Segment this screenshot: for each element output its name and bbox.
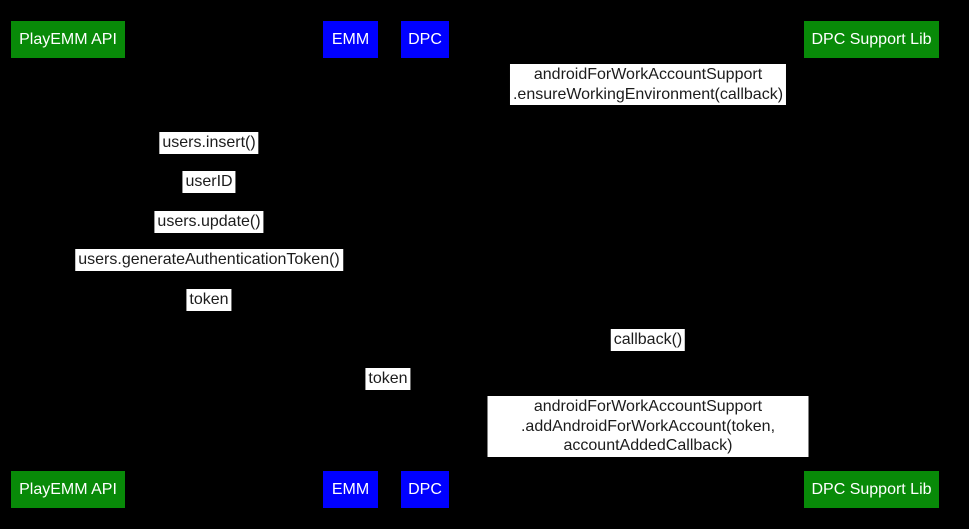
message-label-ensure-working-environment: androidForWorkAccountSupport .ensureWork… [509,64,787,105]
actor-emm-top: EMM [323,21,378,58]
lifeline-dpc-support-lib [871,58,872,471]
actor-dpc-support-lib-top: DPC Support Lib [804,21,939,58]
message-label-users-insert: users.insert() [159,132,259,154]
lifeline-dpc [425,58,426,471]
message-label-callback: callback() [610,329,686,351]
actor-dpc-bottom: DPC [401,471,449,508]
actor-emm-bottom: EMM [323,471,378,508]
actor-dpc-support-lib-bottom: DPC Support Lib [804,471,939,508]
message-label-generate-authentication-token: users.generateAuthenticationToken() [75,249,343,271]
message-label-users-update: users.update() [154,211,264,233]
lifeline-playemm-api [68,58,69,471]
actor-playemm-api-top: PlayEMM API [11,21,125,58]
message-label-add-android-for-work-account: androidForWorkAccountSupport .addAndroid… [487,396,809,457]
actor-playemm-api-bottom: PlayEMM API [11,471,125,508]
message-label-token-to-dpc: token [365,368,411,390]
actor-dpc-top: DPC [401,21,449,58]
lifeline-emm [350,58,351,471]
message-label-userid: userID [182,171,236,193]
message-label-token-return: token [186,289,232,311]
